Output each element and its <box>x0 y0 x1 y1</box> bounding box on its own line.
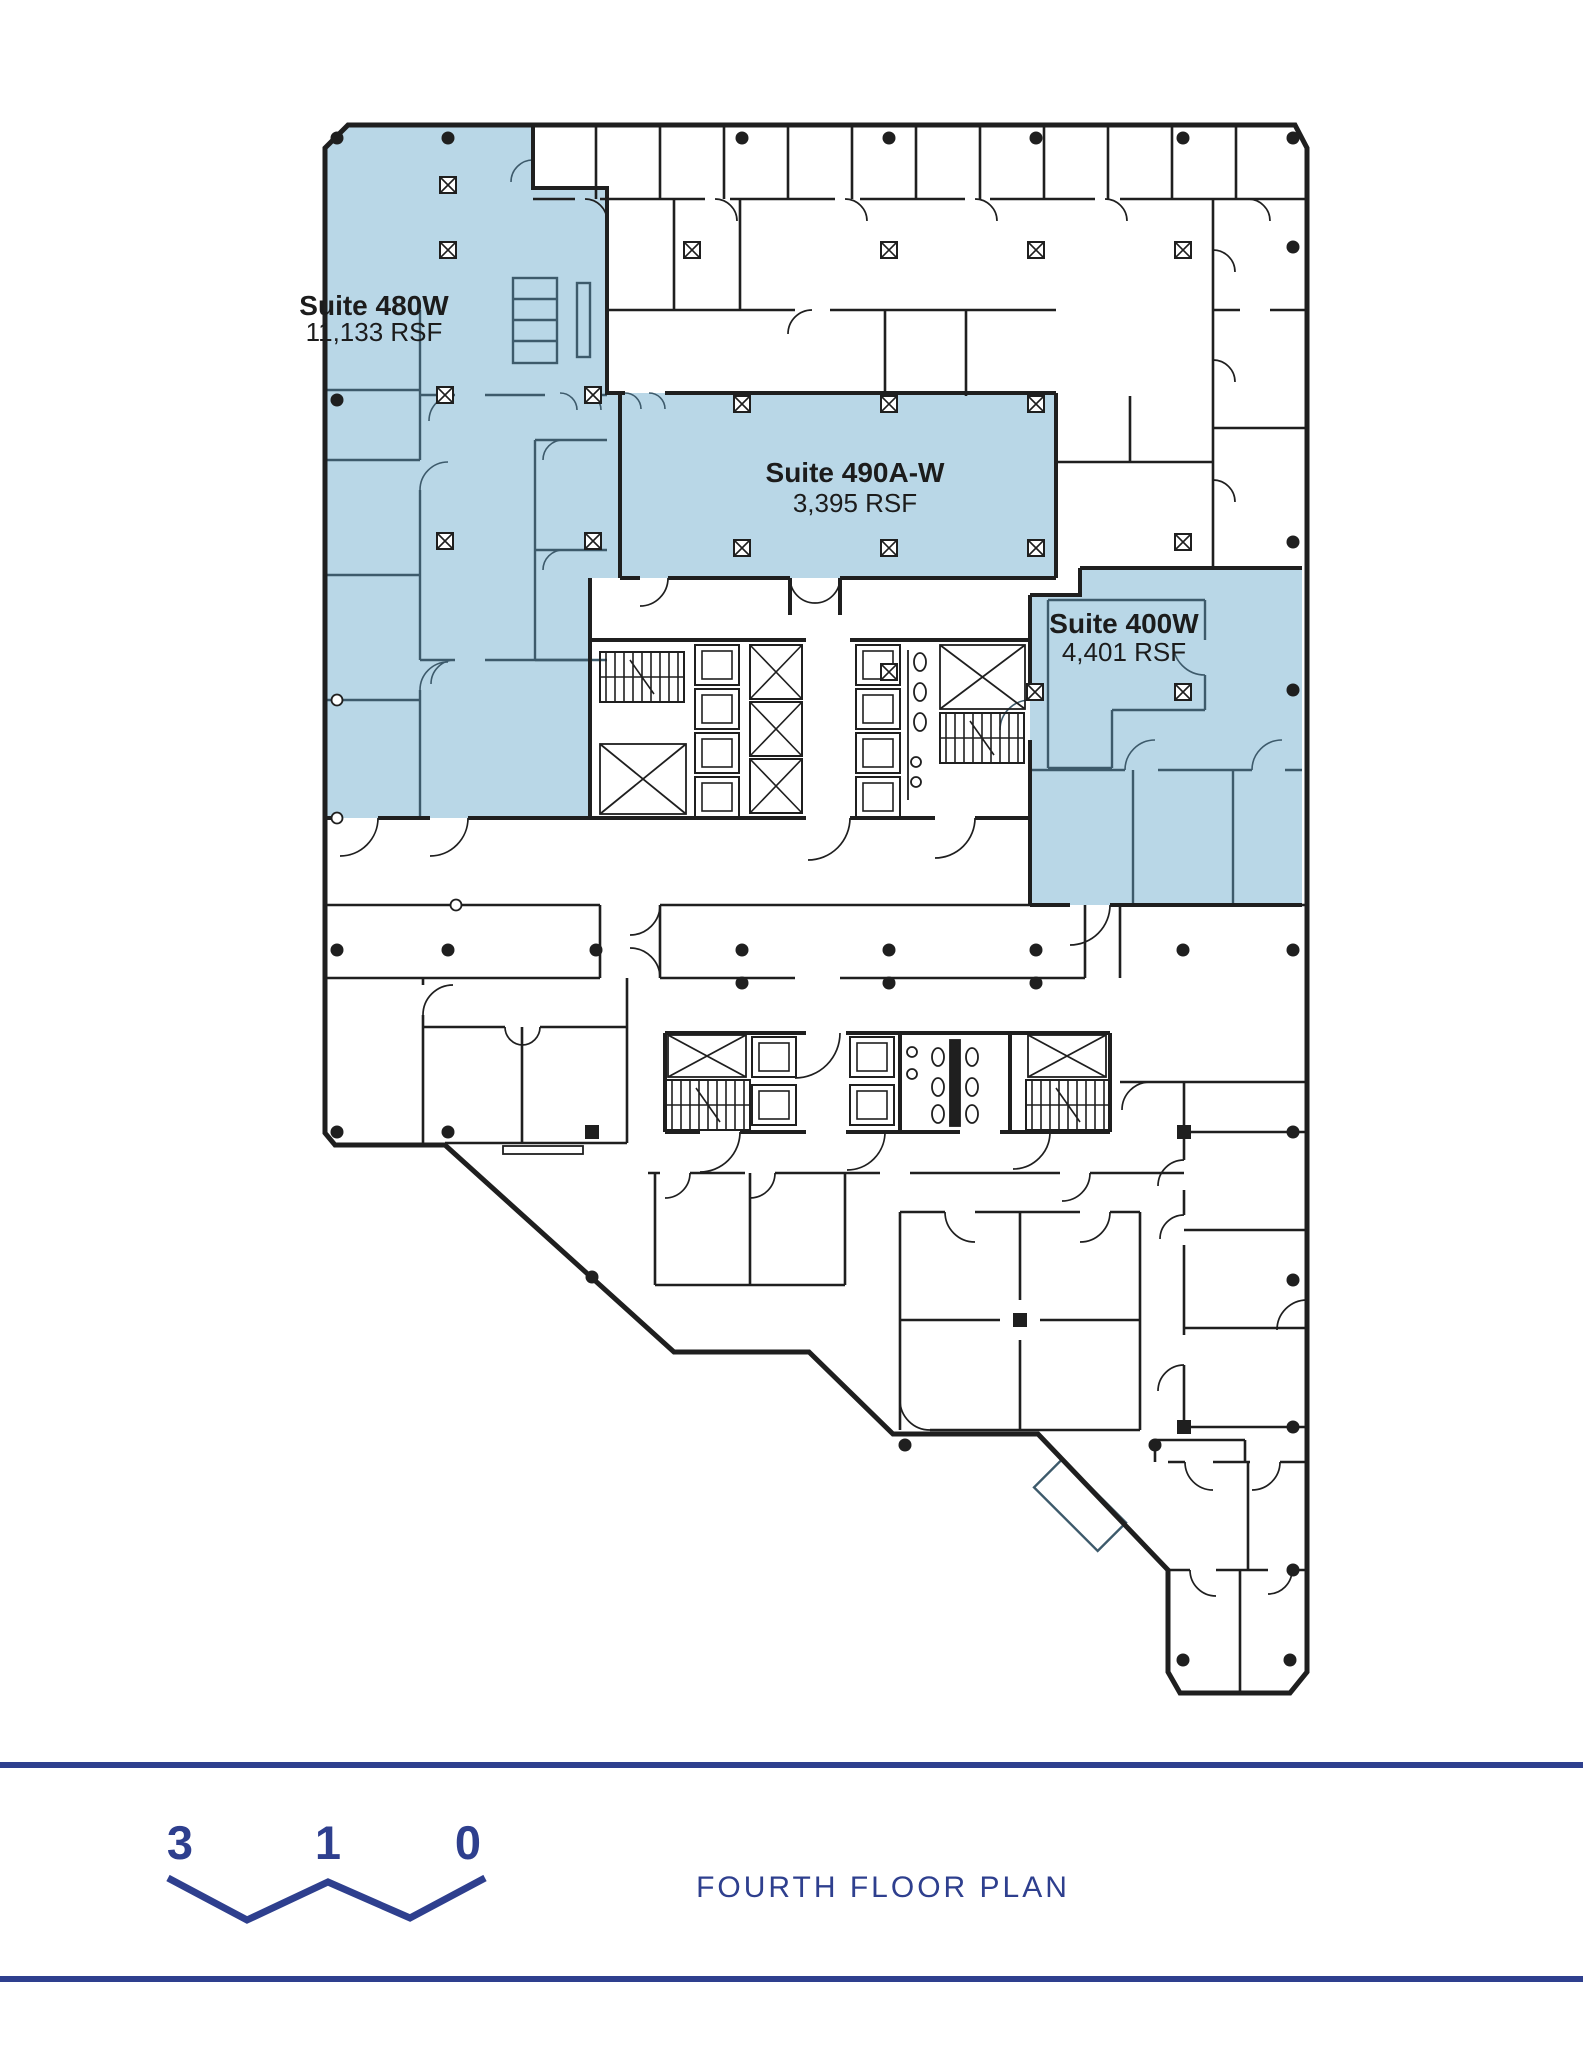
restroom-fixtures-north <box>907 650 927 800</box>
suite-490aw-rsf: 3,395 RSF <box>793 488 917 518</box>
building-outline <box>322 122 1310 1696</box>
logo-digit-3: 3 <box>167 1816 193 1869</box>
door-arcs <box>339 198 1308 1597</box>
footer-rule-bottom <box>0 1976 1583 1982</box>
logo-digit-1: 1 <box>315 1816 341 1869</box>
suite-400w-rsf: 4,401 RSF <box>1062 637 1186 667</box>
suite-490aw-fill <box>620 393 1056 578</box>
restroom-fixtures-south <box>906 1039 979 1127</box>
logo-digit-0: 0 <box>455 1816 481 1869</box>
north-core <box>590 578 1032 820</box>
suite-480w-fill <box>325 125 620 818</box>
column-grid <box>330 131 1300 1667</box>
suite-490aw-name: Suite 490A-W <box>766 457 945 488</box>
logo-310: 3 1 0 <box>166 1816 487 1924</box>
plan-title: FOURTH FLOOR PLAN <box>696 1871 1070 1904</box>
footer: 3 1 0 FOURTH FLOOR PLAN <box>0 1762 1583 1982</box>
suite-400w-name: Suite 400W <box>1049 608 1199 639</box>
logo-zigzag-icon <box>166 1874 487 1924</box>
suite-480w-name: Suite 480W <box>299 290 449 321</box>
suite-480w-rsf: 11,133 RSF <box>306 317 443 347</box>
south-core <box>663 1031 1112 1134</box>
suite-labels: Suite 480W 11,133 RSF Suite 490A-W 3,395… <box>299 290 1199 667</box>
interior-walls <box>325 125 1307 1693</box>
footer-rule-top <box>0 1762 1583 1768</box>
suite-boundaries <box>325 125 1302 907</box>
